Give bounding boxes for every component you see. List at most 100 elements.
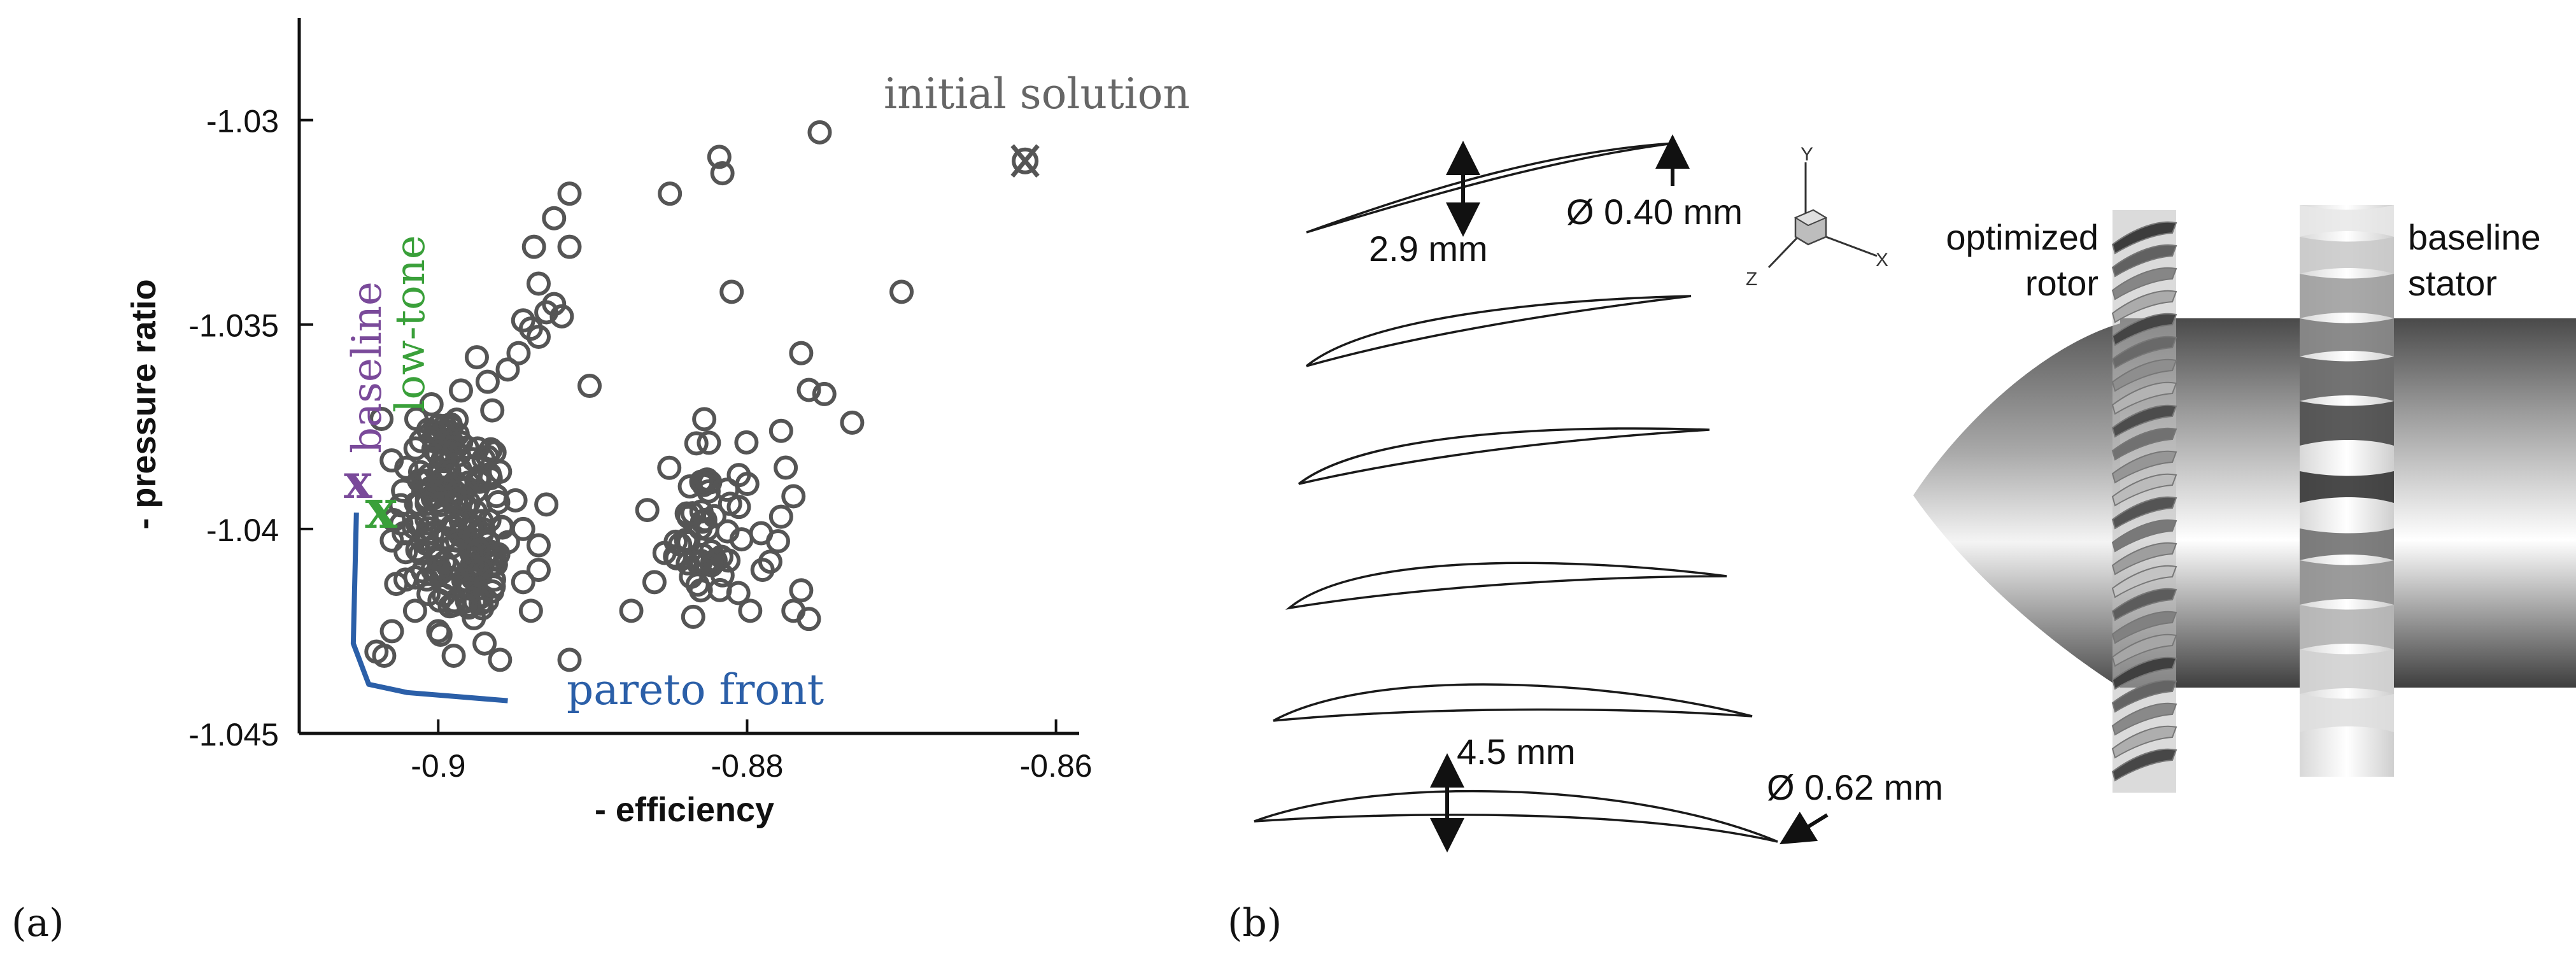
stator-vane <box>2300 649 2394 694</box>
data-point <box>542 292 567 316</box>
data-point <box>488 647 513 672</box>
data-point <box>642 570 667 595</box>
data-point <box>506 341 531 365</box>
data-point <box>393 540 418 565</box>
rotor-blade <box>2111 313 2177 346</box>
data-point <box>364 639 389 664</box>
data-point <box>464 345 489 370</box>
stator-vane <box>2300 528 2394 560</box>
data-point <box>684 431 709 456</box>
data-point <box>796 378 821 402</box>
data-point <box>481 567 506 592</box>
blade-profiles <box>1254 142 1778 843</box>
dim-bottom-diameter: Ø 0.62 mm <box>1767 767 1943 807</box>
data-point <box>526 271 551 296</box>
data-point <box>699 553 724 577</box>
rotor-label-line1: optimized <box>1946 217 2098 257</box>
data-point <box>549 304 574 329</box>
rotor-blade <box>2111 679 2177 713</box>
data-point <box>369 406 394 431</box>
rotor-blade <box>2111 633 2177 667</box>
data-point <box>889 279 914 304</box>
data-point <box>789 341 814 365</box>
panel-b: 2.9 mm Ø 0.40 mm 4.5 mm Ø 0.62 mm Y X Z … <box>1228 134 2576 945</box>
rotor-blade <box>2111 725 2177 759</box>
data-point <box>676 551 700 576</box>
rotor-blade <box>2111 565 2177 598</box>
baseline-marker: x <box>344 455 372 509</box>
data-point <box>657 455 682 480</box>
data-point <box>465 466 490 491</box>
pareto-front-label: pareto front <box>567 665 824 714</box>
stator-label-line2: stator <box>2408 263 2497 303</box>
low-tone-marker: x <box>365 477 398 541</box>
data-point <box>789 578 814 603</box>
stator-vane <box>2300 471 2394 503</box>
y-tick-label: -1.04 <box>206 513 279 548</box>
data-point <box>765 529 790 554</box>
dim-bottom-diameter-arrow <box>1780 811 1829 845</box>
data-point <box>774 455 798 480</box>
data-point <box>404 406 428 431</box>
y-ticks: -1.03-1.035-1.04-1.045 <box>188 104 313 753</box>
stator-vane <box>2300 560 2394 605</box>
x-tick-label: -0.86 <box>1020 748 1093 784</box>
data-point <box>478 462 502 486</box>
rotor-blade <box>2111 656 2177 690</box>
rotor-blade <box>2111 496 2177 530</box>
data-point <box>781 484 806 509</box>
profile-2 <box>1305 295 1692 367</box>
data-point <box>692 407 717 432</box>
data-point <box>488 459 513 484</box>
data-point <box>450 486 475 511</box>
data-point <box>726 581 751 605</box>
rotor-label-line2: rotor <box>2025 263 2098 303</box>
stator-vane <box>2300 605 2394 649</box>
data-point <box>681 604 705 629</box>
data-point <box>674 528 698 553</box>
stator-vane <box>2300 401 2394 446</box>
data-point <box>726 495 751 520</box>
data-point <box>695 467 719 492</box>
profile-3 <box>1298 427 1710 485</box>
stator-vane <box>2300 694 2394 732</box>
stator-vane <box>2300 318 2394 357</box>
data-point <box>480 398 505 423</box>
y-axis-label: - pressure ratio <box>125 279 163 529</box>
rotor-blade <box>2111 290 2177 323</box>
rotor-blade <box>2111 404 2177 438</box>
data-point <box>475 369 500 394</box>
data-point <box>511 570 535 595</box>
profile-5 <box>1273 683 1753 722</box>
data-point <box>768 504 793 529</box>
data-point <box>658 181 683 206</box>
optimized-rotor <box>2111 210 2177 793</box>
data-point <box>448 378 473 403</box>
axis-x-label: X <box>1876 250 1888 271</box>
data-point <box>402 598 427 623</box>
data-point <box>518 598 543 623</box>
data-point <box>663 529 688 554</box>
data-point <box>407 460 432 484</box>
rotor-blade <box>2111 542 2177 576</box>
dim-top-thickness: 2.9 mm <box>1369 229 1488 269</box>
data-point <box>434 440 458 465</box>
rotor-blade <box>2111 244 2177 278</box>
data-point <box>577 374 602 399</box>
data-point <box>441 643 466 668</box>
data-point <box>423 420 448 444</box>
stator-vane <box>2300 357 2394 401</box>
rotor-blade <box>2111 588 2177 621</box>
data-point <box>719 279 744 304</box>
initial-solution-marker <box>1010 144 1040 178</box>
data-point <box>526 533 551 558</box>
data-point <box>394 455 419 480</box>
data-point <box>664 546 689 570</box>
profile-4 <box>1285 562 1727 610</box>
stator-label-line1: baseline <box>2408 217 2541 257</box>
data-point <box>393 567 418 592</box>
rotor-blade <box>2111 427 2177 461</box>
data-point <box>521 234 546 259</box>
data-point <box>426 619 451 644</box>
